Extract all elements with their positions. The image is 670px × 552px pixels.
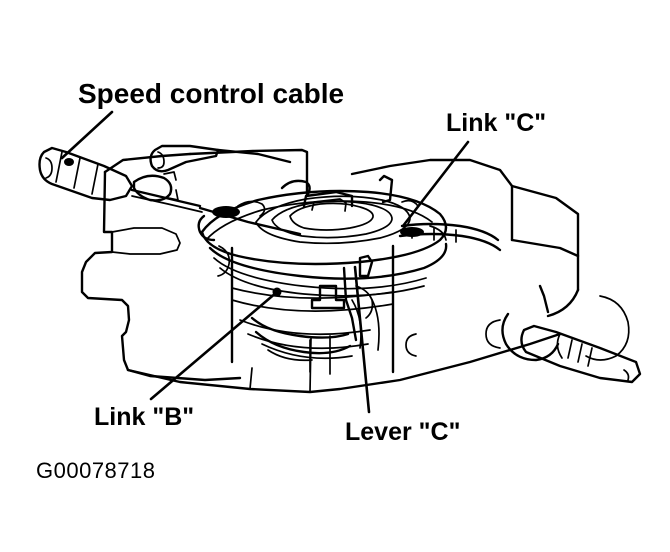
shaft-seam-a: [556, 333, 563, 359]
link-b-part: [250, 284, 352, 362]
mount-tab-arm: [216, 148, 292, 164]
link-b-tail: [267, 349, 313, 362]
cable-fitting-endcap: [45, 157, 53, 179]
link-b-lower-edge: [254, 330, 352, 355]
housing-cast-mark-right: [485, 319, 501, 349]
lever-c-arm: [342, 266, 358, 342]
cable-nut-wings: [163, 171, 179, 201]
leader-speed-control-cable: [60, 110, 114, 160]
link-c-strap-upper: [400, 222, 500, 242]
flange-right-lug: [429, 225, 447, 241]
flange-dark-notch-left: [212, 206, 240, 218]
housing-right-shelf: [510, 238, 580, 258]
shaft-barrel: [520, 324, 642, 384]
cam-ring-middle: [271, 200, 393, 239]
shaft-tip-bevel: [623, 369, 630, 381]
upper-mount-tab: [149, 144, 292, 173]
housing-left-hole-arc: [217, 245, 231, 277]
flange-outer-ellipse: [200, 189, 448, 266]
mount-tab-hole: [157, 151, 165, 169]
link-b-i-beam-bracket: [310, 284, 346, 310]
flange-pin-right: [378, 174, 394, 204]
lever-c-part: [342, 254, 374, 342]
leader-dot-link-b: [272, 287, 282, 297]
link-c-strap-ribs: [411, 227, 457, 243]
link-c-part: [398, 222, 502, 252]
leader-lever-c: [353, 265, 371, 414]
housing-left-top-edge: [103, 152, 192, 174]
leader-link-b: [149, 290, 279, 401]
label-speed-control-cable: Speed control cable: [78, 78, 344, 109]
cam-hub-inner: [311, 198, 347, 212]
shaft-boss-round: [501, 312, 560, 362]
label-link-b: Link "B": [94, 403, 194, 431]
barrel-inner-curve-c: [261, 343, 353, 360]
flange-small-tab: [401, 199, 419, 207]
link-c-strap-lower: [398, 232, 502, 252]
leader-link-c: [401, 140, 470, 228]
cable-fitting-grooves: [55, 151, 99, 195]
housing-right-top-edge: [510, 184, 580, 292]
flange-under-rim2: [213, 257, 427, 290]
flange-left-boss: [237, 200, 266, 217]
housing-right-round-boss: [585, 295, 630, 361]
housing-left-notch: [111, 227, 181, 255]
flange-under-rim3: [219, 267, 425, 297]
cam-hub-top: [302, 190, 354, 208]
cable-barrel-nut: [132, 174, 173, 202]
output-shaft-assembly: [501, 284, 642, 384]
cable-fitting-dark-spot: [64, 158, 74, 166]
lever-c-pivot-loop: [355, 285, 374, 319]
housing-cast-mark-left: [405, 333, 417, 357]
barrel-vertical-ribs: [309, 335, 331, 375]
cam-ring-inner: [289, 202, 374, 231]
label-link-c: Link "C": [446, 109, 546, 137]
flange-left-lug: [197, 214, 216, 242]
cable-strand-right: [198, 206, 302, 236]
label-lever-c: Lever "C": [345, 418, 460, 446]
shaft-knurl-lines: [567, 339, 593, 367]
label-figure-code: G00078718: [36, 458, 156, 483]
lever-c-head: [358, 254, 374, 278]
shaft-stub-pin: [538, 284, 550, 314]
barrel-inner-curve-b: [247, 333, 369, 350]
flange-tab-left: [280, 179, 311, 196]
speed-control-cable-part: [38, 146, 302, 236]
link-b-upper-edge: [250, 316, 350, 339]
mount-tab-body: [149, 144, 220, 173]
cable-end-fitting-body: [38, 146, 134, 202]
housing-right-corner: [546, 288, 580, 318]
callout-leaders: [60, 110, 470, 414]
